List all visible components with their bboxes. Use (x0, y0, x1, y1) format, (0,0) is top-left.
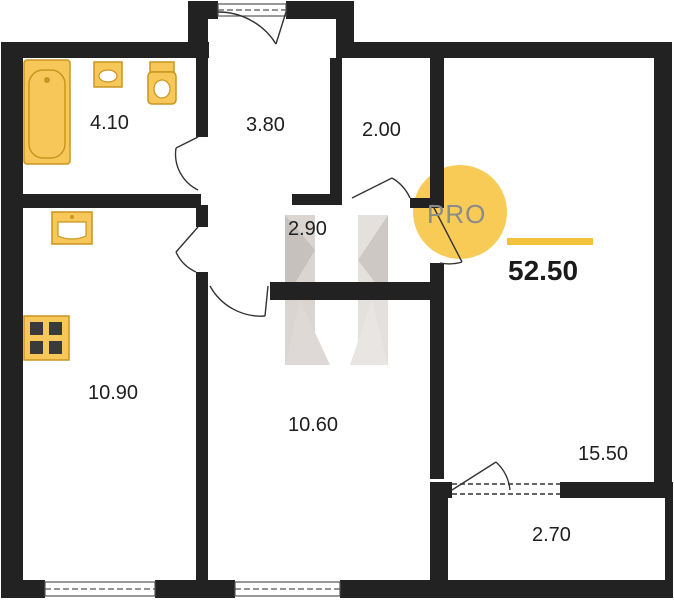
bathtub-icon (23, 59, 71, 165)
kitchen-sink-icon (51, 211, 93, 245)
room-area-storage: 2.00 (362, 119, 401, 141)
toilet-icon (147, 61, 177, 105)
room-area-bedroom: 10.60 (288, 414, 339, 436)
room-area-kitchen: 10.90 (88, 382, 139, 404)
room-area-balcony: 2.70 (532, 524, 571, 546)
pro-badge: PRO (427, 199, 487, 229)
total-area: 52.50 (508, 255, 579, 286)
room-area-bathroom: 4.10 (90, 112, 129, 134)
room-area-living-room: 15.50 (578, 443, 629, 465)
stove-icon (23, 315, 70, 361)
room-area-hallway: 3.80 (246, 114, 285, 136)
sink-icon (93, 61, 123, 88)
window-icon (44, 3, 341, 597)
room-area-corridor: 2.90 (288, 218, 327, 240)
watermark-logo (285, 215, 388, 365)
door-icon (174, 11, 560, 495)
total-area-accent (507, 238, 593, 245)
